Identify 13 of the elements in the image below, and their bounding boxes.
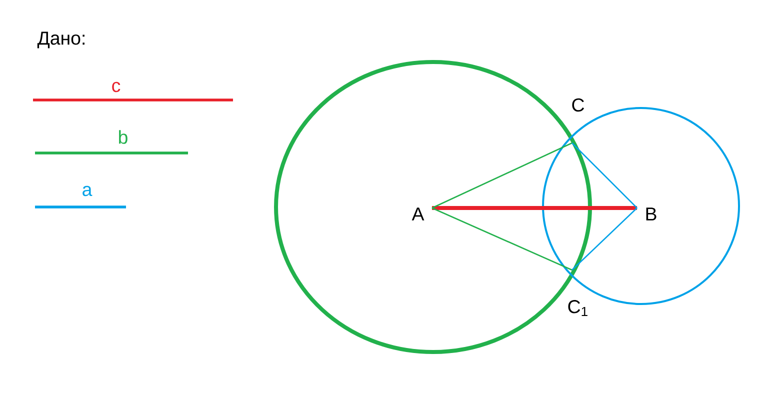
given-segment: a [35, 186, 126, 208]
line-segment [572, 142, 638, 208]
heading: Дано: [37, 32, 84, 48]
given-segment: b [35, 130, 188, 154]
point-label: C [572, 98, 584, 112]
line-segment [432, 206, 637, 210]
given-segment: c [33, 82, 233, 102]
point-label: C$_{1}$ [568, 300, 588, 316]
line-segment [432, 207, 572, 271]
line-segment [572, 208, 638, 270]
point-label: B [646, 208, 656, 220]
point-label: A [412, 208, 424, 220]
line-segment [432, 142, 572, 209]
